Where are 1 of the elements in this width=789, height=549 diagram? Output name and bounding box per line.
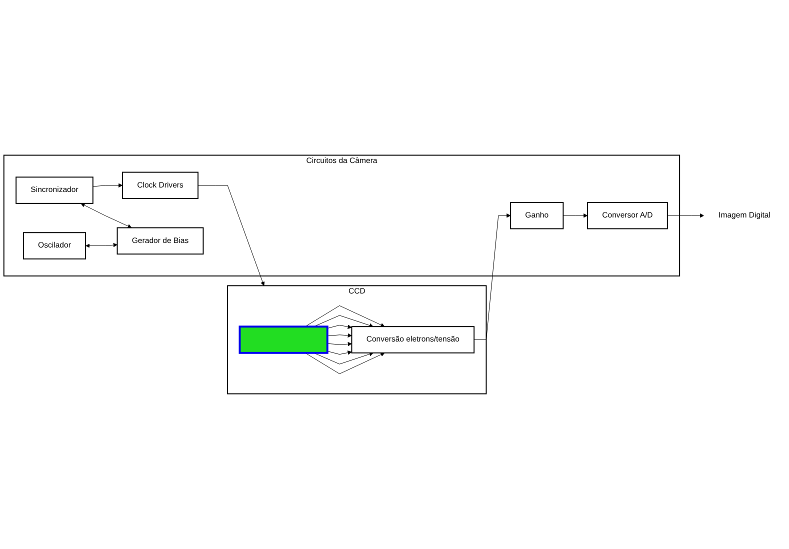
node-box (238, 326, 328, 354)
